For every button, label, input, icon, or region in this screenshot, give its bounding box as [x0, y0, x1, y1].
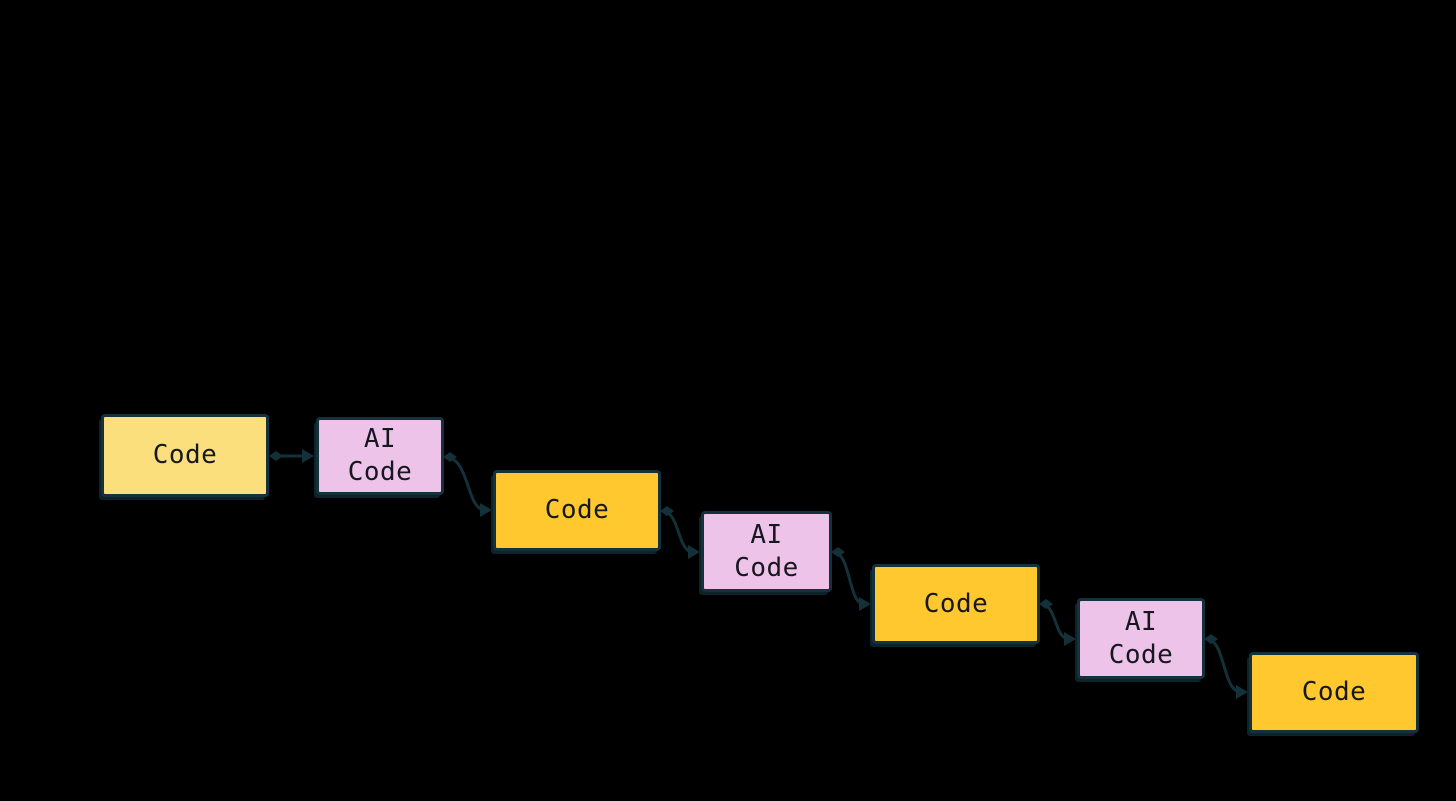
node-label: Code: [1301, 677, 1367, 707]
node-code-2: Code: [493, 470, 661, 551]
node-label: Code: [152, 440, 218, 470]
node-code-1: Code: [101, 414, 269, 497]
node-label: Code: [1108, 639, 1174, 670]
node-ai-code-3: AI Code: [1077, 598, 1205, 679]
node-label: Code: [923, 588, 989, 619]
edge-code-2-to-ai-code-2: [660, 506, 700, 559]
edge-code-1-to-ai-code-1: [269, 449, 314, 463]
node-label: AI: [750, 519, 783, 550]
node-label: Code: [347, 457, 413, 487]
node-ai-code-2: AI Code: [701, 511, 832, 592]
node-code-3: Code: [872, 564, 1040, 644]
edge-ai-code-3-to-code-4: [1204, 634, 1248, 699]
edge-ai-code-2-to-code-3: [831, 547, 871, 611]
edge-ai-code-1-to-code-2: [443, 452, 492, 517]
node-label: Code: [544, 495, 610, 525]
node-ai-code-1: AI Code: [316, 417, 444, 495]
node-label: AI: [363, 424, 397, 454]
node-code-4: Code: [1249, 652, 1419, 733]
node-label: Code: [734, 552, 799, 583]
edge-code-3-to-ai-code-3: [1039, 599, 1076, 646]
node-label: AI: [1124, 606, 1158, 637]
